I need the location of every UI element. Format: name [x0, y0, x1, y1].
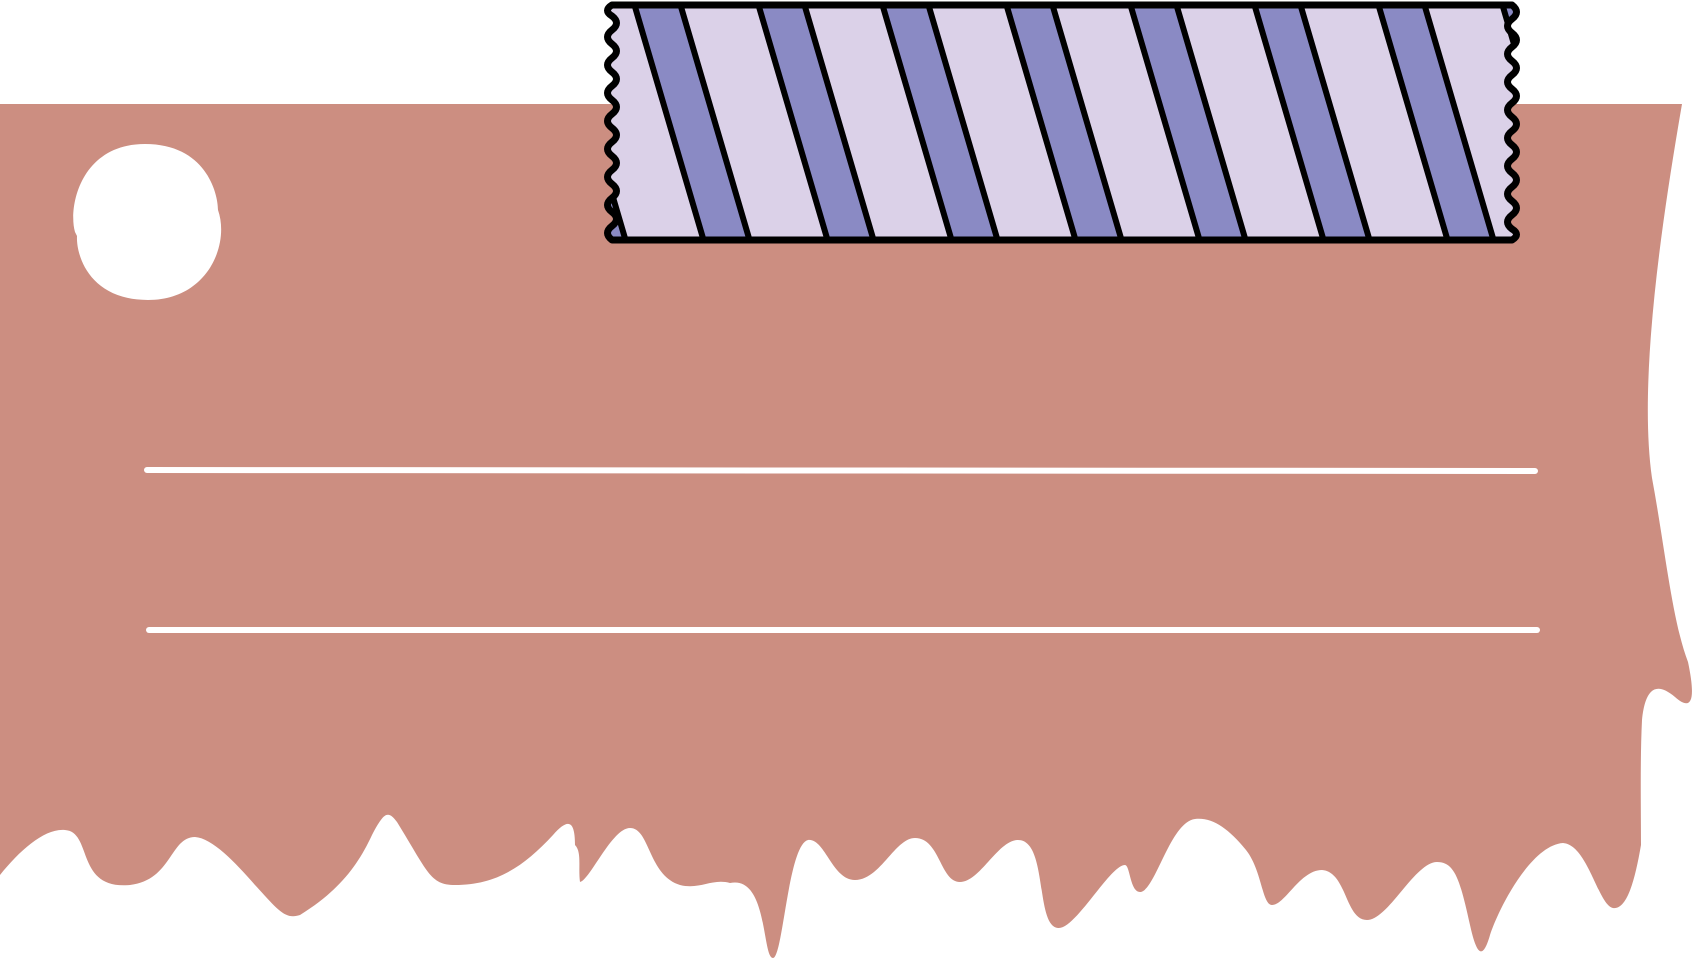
tape-stripe [1372, 5, 1500, 240]
tape-stripe [1248, 5, 1376, 240]
tape-stripe [752, 5, 880, 240]
writing-line [144, 467, 1538, 474]
tape-stripe [1000, 5, 1128, 240]
tape-stripe [1124, 5, 1252, 240]
tape-outline [604, 1, 1520, 244]
tape-stripes [607, 5, 1517, 240]
washi-tape [604, 1, 1520, 244]
tape-stripe [628, 5, 756, 240]
tape-stripe [876, 5, 1004, 240]
tag-body [0, 104, 1692, 958]
